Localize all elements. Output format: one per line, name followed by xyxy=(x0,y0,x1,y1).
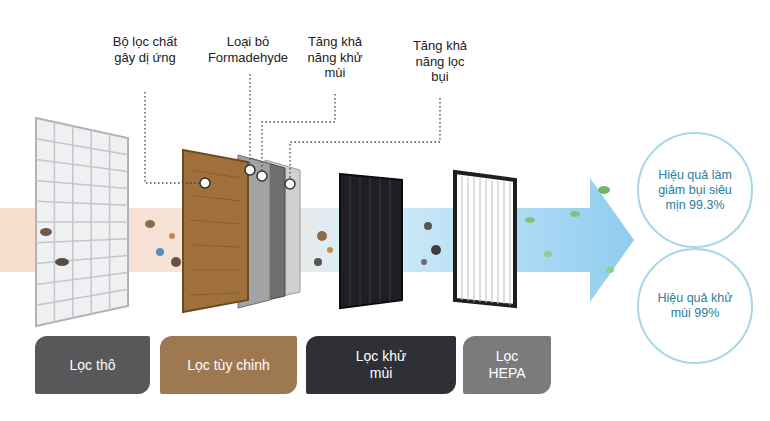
callout-label: Tăng khả năng khử mùi xyxy=(300,34,370,81)
formaldehyde-texture xyxy=(190,170,240,295)
filter-name-bar: Lọc khử mùi xyxy=(306,336,456,394)
efficiency-circle: Hiệu quả làm giảm bụi siêu mịn 99.3% xyxy=(637,132,753,248)
callout-label: Loại bỏ Formadehyde xyxy=(202,34,294,65)
node-text-group: Hiệu quả khử mùi 99% xyxy=(653,291,737,321)
filter-name: Lọc tùy chỉnh xyxy=(187,357,271,374)
filter-name: Lọc khử mùi xyxy=(343,348,419,382)
efficiency-circle: Hiệu quả khử mùi 99% xyxy=(637,248,753,364)
dust-particles xyxy=(40,186,614,273)
callout-label: Tăng khả năng lọc bụi xyxy=(405,38,475,85)
node-text-group: Lọc tùy chỉnh xyxy=(187,357,271,374)
leader-dot xyxy=(200,178,210,188)
node-text-group: Hiệu quả làm giảm bụi siêu mịn 99.3% xyxy=(653,168,737,213)
efficiency-text: Hiệu quả làm giảm bụi siêu mịn 99.3% xyxy=(653,168,737,213)
leader-dot xyxy=(257,171,267,181)
leader-line xyxy=(262,94,335,170)
leader-line xyxy=(249,74,250,164)
filter-name: Lọc thô xyxy=(67,357,119,374)
node-text-group: Lọc HEPA xyxy=(483,348,531,382)
coarse-filter-grid xyxy=(36,122,128,322)
callout-label: Bộ lọc chất gây dị ứng xyxy=(110,34,180,65)
leader-line xyxy=(290,98,440,178)
leader-dot xyxy=(245,165,255,175)
node-text-group: Lọc thô xyxy=(67,357,119,374)
leader-line xyxy=(145,92,199,183)
deodorizing-filter xyxy=(340,174,402,308)
leader-dot xyxy=(285,179,295,189)
hepa-filter xyxy=(455,172,515,306)
coarse-filter xyxy=(36,118,128,326)
node-text-group: Lọc khử mùi xyxy=(343,348,419,382)
filter-name-bar: Lọc HEPA xyxy=(463,336,551,394)
deodorizing-texture xyxy=(350,176,390,306)
hepa-pleats xyxy=(462,176,510,305)
filter-name-bar: Lọc tùy chỉnh xyxy=(160,336,297,394)
filter-name: Lọc HEPA xyxy=(483,348,531,382)
filter-name-bar: Lọc thô xyxy=(35,336,150,394)
efficiency-text: Hiệu quả khử mùi 99% xyxy=(653,291,737,321)
formaldehyde-layer xyxy=(183,150,248,312)
